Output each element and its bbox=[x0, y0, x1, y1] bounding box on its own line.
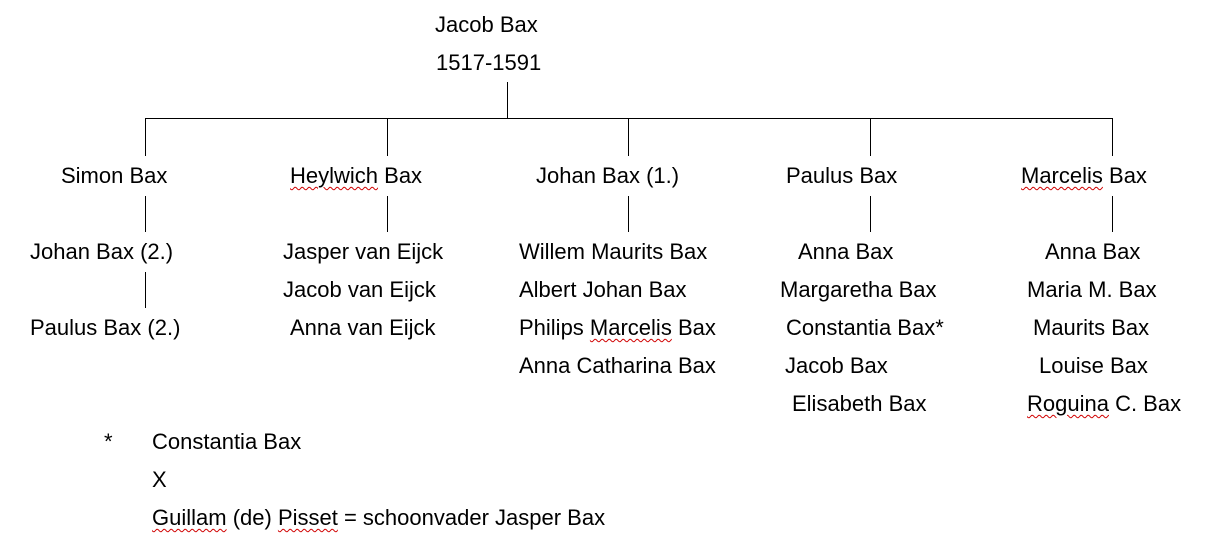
marcelis-child-4: Louise Bax bbox=[1039, 353, 1148, 378]
heylwich-child-2: Jacob van Eijck bbox=[283, 277, 436, 302]
drop-simon bbox=[145, 118, 146, 156]
drop-johan bbox=[628, 118, 629, 156]
child-simon: Simon Bax bbox=[61, 163, 168, 188]
marcelis-child-3: Maurits Bax bbox=[1033, 315, 1150, 340]
marcelis-child-5: Roguina C. Bax bbox=[1027, 391, 1182, 416]
johan-child-1: Willem Maurits Bax bbox=[519, 239, 708, 264]
child-johan: Johan Bax (1.) bbox=[536, 163, 680, 188]
child-marcelis: Marcelis Bax bbox=[1021, 163, 1147, 188]
child-connector-simon bbox=[145, 196, 146, 232]
root-years: 1517-1591 bbox=[436, 50, 542, 75]
footnote-line-2: X bbox=[152, 467, 167, 492]
child-connector-paulus bbox=[870, 196, 871, 232]
marcelis-first: Marcelis bbox=[1021, 163, 1103, 188]
paulus-child-1: Anna Bax bbox=[798, 239, 894, 264]
pisset-word: Pisset bbox=[277, 505, 338, 530]
simon-child-2: Paulus Bax (2.) bbox=[30, 315, 181, 340]
sibling-bar bbox=[145, 118, 1113, 119]
marcelis-child-1: Anna Bax bbox=[1045, 239, 1141, 264]
footnote-line-1: Constantia Bax bbox=[152, 429, 302, 454]
paulus-child-4: Jacob Bax bbox=[785, 353, 888, 378]
guillam-word: Guillam bbox=[152, 505, 227, 530]
child-paulus: Paulus Bax bbox=[786, 163, 898, 188]
johan-child-4: Anna Catharina Bax bbox=[519, 353, 716, 378]
heylwich-child-3: Anna van Eijck bbox=[290, 315, 436, 340]
marcelis-word: Marcelis bbox=[589, 315, 672, 340]
footnote-line-3: Guillam (de) Pisset = schoonvader Jasper… bbox=[152, 505, 606, 530]
root-connector bbox=[507, 82, 508, 119]
drop-marcelis bbox=[1112, 118, 1113, 156]
child-connector-marcelis bbox=[1112, 196, 1113, 232]
drop-paulus bbox=[870, 118, 871, 156]
drop-heylwich bbox=[387, 118, 388, 156]
marcelis-child-2: Maria M. Bax bbox=[1027, 277, 1157, 302]
simon-child-1: Johan Bax (2.) bbox=[30, 239, 174, 264]
roguina-first: Roguina bbox=[1027, 391, 1109, 416]
root-name: Jacob Bax bbox=[435, 12, 538, 37]
johan-child-3: Philips Marcelis Bax bbox=[519, 315, 716, 340]
paulus-child-3: Constantia Bax* bbox=[786, 315, 944, 340]
footnote-marker: * bbox=[104, 429, 113, 454]
heylwich-first: Heylwich bbox=[290, 163, 379, 188]
johan-child-2: Albert Johan Bax bbox=[519, 277, 687, 302]
paulus-child-2: Margaretha Bax bbox=[780, 277, 937, 302]
child-connector-johan bbox=[628, 196, 629, 232]
heylwich-child-1: Jasper van Eijck bbox=[283, 239, 444, 264]
child-connector-heylwich bbox=[387, 196, 388, 232]
child-heylwich: Heylwich Bax bbox=[290, 163, 423, 188]
paulus-child-5: Elisabeth Bax bbox=[792, 391, 927, 416]
grandchild-connector-simon bbox=[145, 272, 146, 308]
